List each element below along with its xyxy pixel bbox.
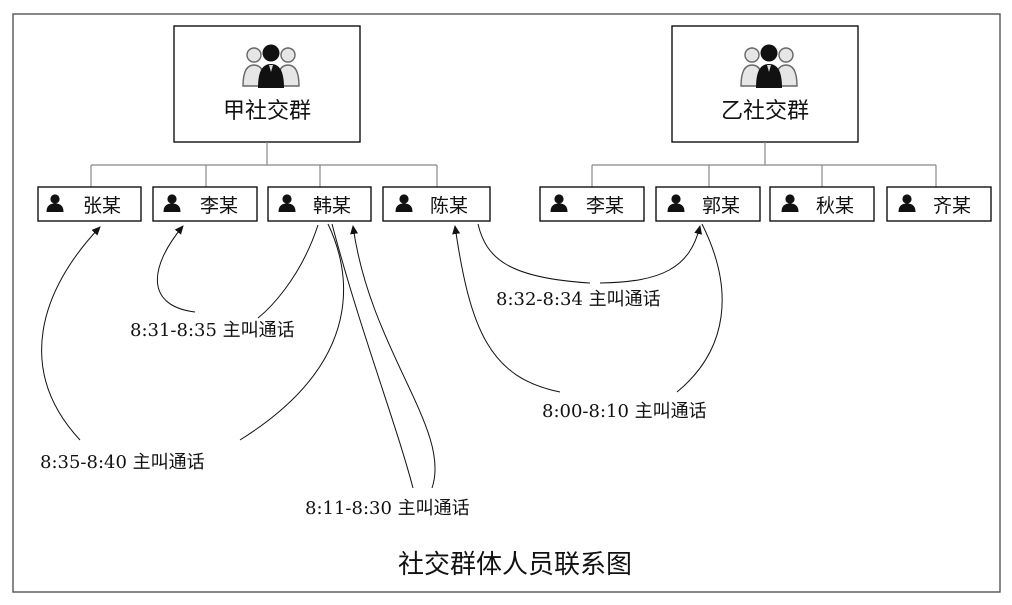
member-name: 陈某 <box>430 195 468 217</box>
group-people-icon <box>740 43 798 88</box>
call-label: 8:35-8:40 主叫通话 <box>40 452 205 473</box>
call-arrow-han-to-li <box>157 225 319 319</box>
member-name: 齐某 <box>933 195 971 217</box>
group-box-yi[interactable]: 乙社交群 <box>671 25 859 143</box>
member-node-han[interactable]: 韩某 <box>267 186 372 222</box>
tree-connectors <box>90 142 937 187</box>
group-title-yi: 乙社交群 <box>721 99 809 124</box>
group-people-icon <box>242 43 300 88</box>
member-name: 韩某 <box>313 195 351 217</box>
call-label: 8:11-8:30 主叫通话 <box>305 498 470 519</box>
call-label: 8:32-8:34 主叫通话 <box>496 289 661 310</box>
diagram-caption: 社交群体人员联系图 <box>398 550 632 580</box>
call-arrow-han-self <box>331 224 436 489</box>
group-title-jia: 甲社交群 <box>223 99 311 124</box>
member-node-guo[interactable]: 郭某 <box>655 186 761 222</box>
member-name: 秋某 <box>816 195 854 217</box>
call-label: 8:31-8:35 主叫通话 <box>130 320 295 341</box>
call-arrow-guo-to-chen <box>455 224 723 393</box>
member-node-li[interactable]: 李某 <box>152 186 258 222</box>
call-label: 8:00-8:10 主叫通话 <box>542 401 707 422</box>
member-node-li-yi[interactable]: 李某 <box>539 186 645 222</box>
member-node-zhang[interactable]: 张某 <box>37 186 142 222</box>
member-node-qi[interactable]: 齐某 <box>886 186 992 222</box>
member-node-qiu[interactable]: 秋某 <box>769 186 875 222</box>
member-name: 李某 <box>200 195 238 217</box>
member-name: 郭某 <box>702 195 740 217</box>
group-box-jia[interactable]: 甲社交群 <box>173 25 361 143</box>
member-name: 李某 <box>586 195 624 217</box>
call-arrow-han-to-zhang <box>41 224 345 441</box>
member-node-chen[interactable]: 陈某 <box>382 186 491 222</box>
call-arrow-chen-to-guo <box>477 224 700 284</box>
member-name: 张某 <box>83 195 121 217</box>
